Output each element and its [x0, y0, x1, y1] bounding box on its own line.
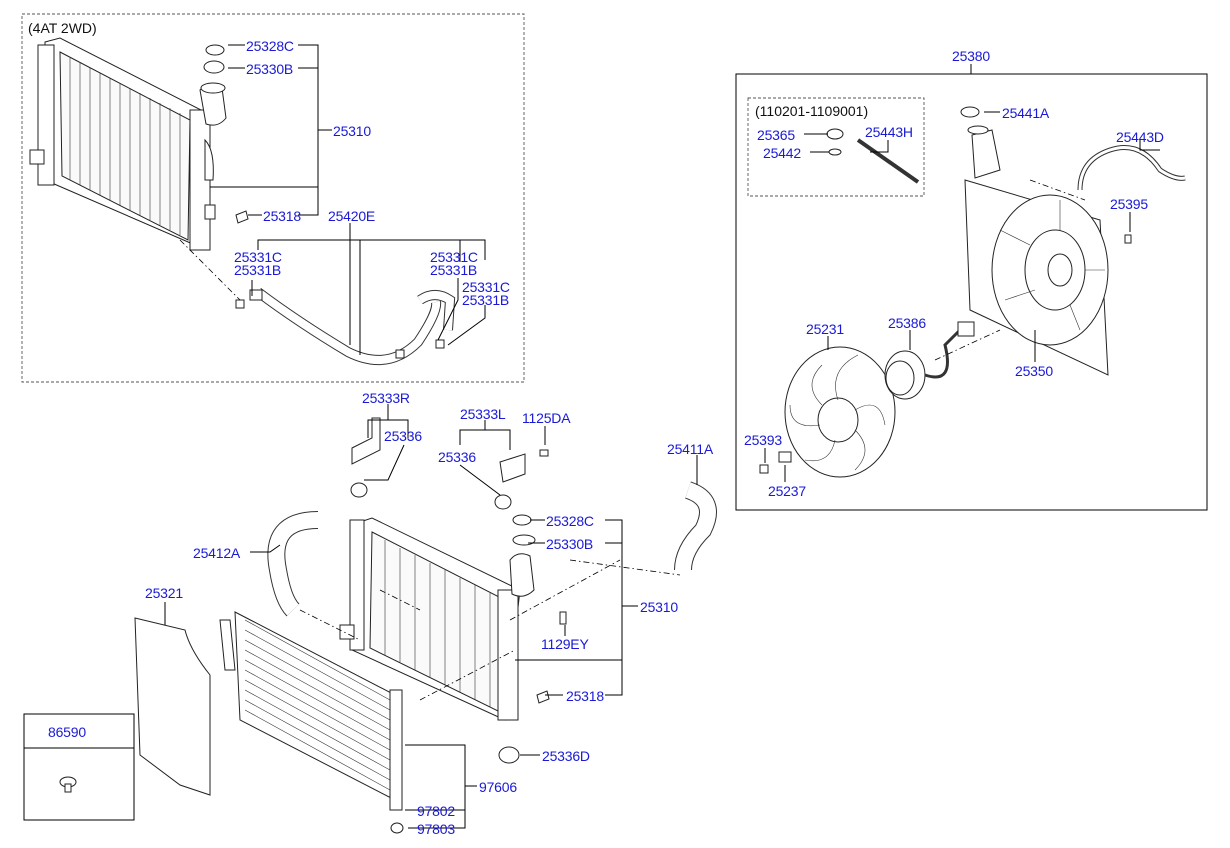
- part-label-25328C-mid[interactable]: 25328C: [546, 513, 594, 529]
- part-label-1129EY[interactable]: 1129EY: [541, 636, 589, 652]
- part-label-25321[interactable]: 25321: [145, 585, 183, 601]
- part-label-25336-b[interactable]: 25336: [438, 449, 476, 465]
- leaders-fan: [764, 111, 1160, 482]
- part-label-97802[interactable]: 97802: [417, 803, 455, 819]
- sub-variant-note: (110201-1109001): [755, 103, 869, 119]
- part-label-25331C-b[interactable]: 25331C: [430, 249, 478, 265]
- part-label-25420E[interactable]: 25420E: [328, 208, 376, 224]
- condenser-illustration: [219, 611, 404, 834]
- part-label-25231[interactable]: 25231: [806, 321, 844, 337]
- radiator-mid-illustration: [339, 514, 567, 721]
- part-label-25365[interactable]: 25365: [757, 127, 795, 143]
- part-label-25310-top[interactable]: 25310: [333, 123, 371, 139]
- radiator-top-illustration: [29, 37, 249, 251]
- part-label-25330B-top[interactable]: 25330B: [246, 61, 294, 77]
- hose-25420E-illustration: [235, 287, 456, 365]
- part-label-1125DA[interactable]: 1125DA: [522, 410, 571, 426]
- part-label-25411A[interactable]: 25411A: [667, 441, 714, 457]
- part-86590-box: [23, 713, 135, 821]
- part-label-25318-mid[interactable]: 25318: [566, 688, 604, 704]
- part-label-25310-mid[interactable]: 25310: [640, 599, 678, 615]
- part-label-25318-top[interactable]: 25318: [263, 208, 301, 224]
- fan-shroud-illustration: [826, 106, 1186, 376]
- part-label-25350[interactable]: 25350: [1015, 363, 1053, 379]
- part-label-97803[interactable]: 97803: [417, 821, 455, 837]
- fan-blade-illustration: [784, 346, 896, 478]
- part-label-25331B-b[interactable]: 25331B: [430, 262, 478, 278]
- part-label-25441A[interactable]: 25441A: [1002, 105, 1050, 121]
- part-label-25393[interactable]: 25393: [744, 432, 782, 448]
- part-label-25443H[interactable]: 25443H: [865, 124, 913, 140]
- part-label-25331B-c[interactable]: 25331B: [462, 292, 510, 308]
- hoses-mid-illustration: [267, 481, 717, 617]
- part-label-25237[interactable]: 25237: [768, 483, 806, 499]
- part-label-25331C-c[interactable]: 25331C: [462, 279, 510, 295]
- variant-note: (4AT 2WD): [28, 20, 97, 36]
- part-label-25333L[interactable]: 25333L: [460, 406, 506, 422]
- part-label-25386[interactable]: 25386: [888, 315, 926, 331]
- leaders-top: [210, 44, 486, 355]
- leaders-mid: [164, 404, 698, 829]
- part-label-86590[interactable]: 86590: [48, 724, 86, 740]
- part-label-25395[interactable]: 25395: [1110, 196, 1148, 212]
- part-label-25412A[interactable]: 25412A: [193, 545, 241, 561]
- variant-box: [21, 13, 525, 383]
- part-label-25443D[interactable]: 25443D: [1116, 129, 1164, 145]
- brackets-mounts-illustration: [350, 417, 549, 764]
- part-label-25330B-mid[interactable]: 25330B: [546, 536, 594, 552]
- sub-variant-box: [747, 97, 925, 197]
- air-guard-illustration: [134, 617, 211, 796]
- fan-motor-illustration: [759, 321, 975, 474]
- part-label-97606[interactable]: 97606: [479, 779, 517, 795]
- part-label-25442[interactable]: 25442: [763, 145, 801, 161]
- part-label-25333R[interactable]: 25333R: [362, 390, 410, 406]
- part-label-25380[interactable]: 25380: [952, 48, 990, 64]
- part-label-25331B-a[interactable]: 25331B: [234, 262, 282, 278]
- clip-86590-illustration: [59, 776, 77, 793]
- part-label-25328C-top[interactable]: 25328C: [246, 38, 294, 54]
- part-label-25336D[interactable]: 25336D: [542, 748, 590, 764]
- part-label-25336-a[interactable]: 25336: [384, 428, 422, 444]
- part-label-25331C-a[interactable]: 25331C: [234, 249, 282, 265]
